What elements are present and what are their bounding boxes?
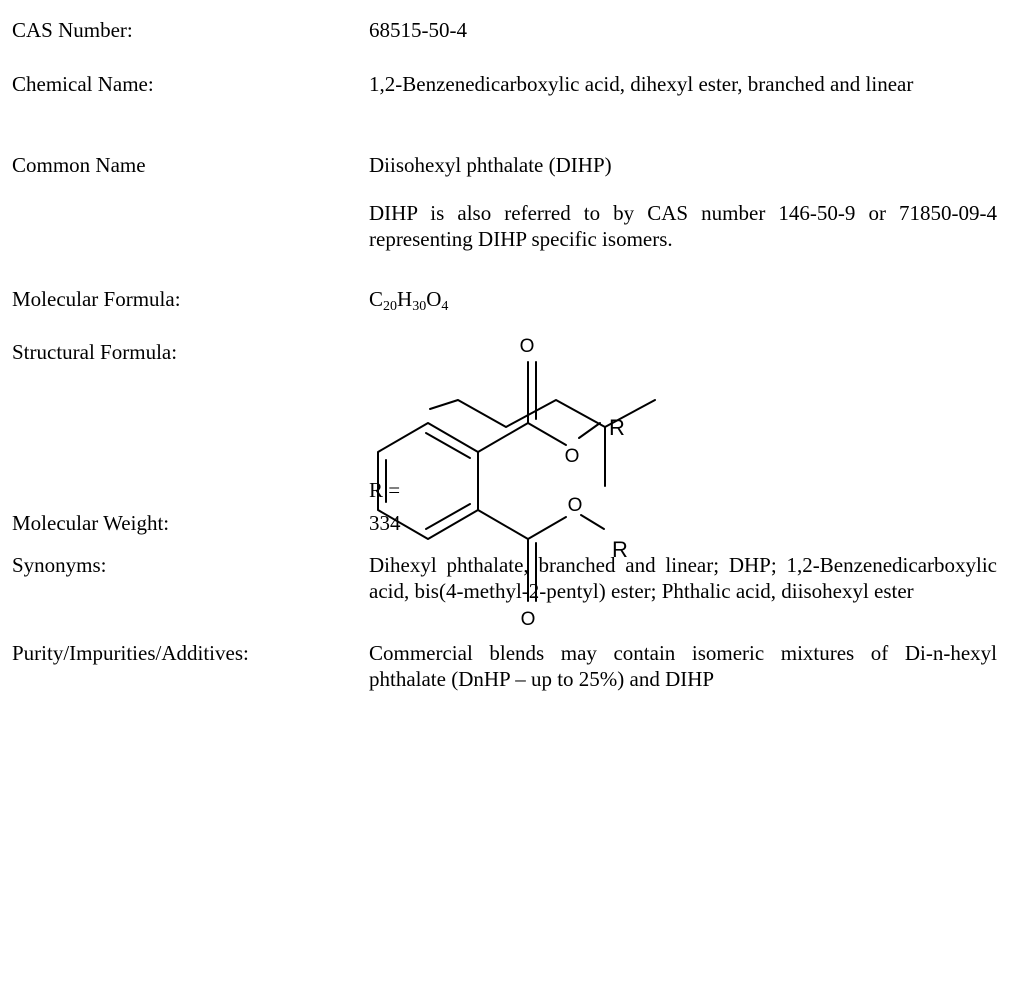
atom-o-ester-lower: O [568, 495, 583, 516]
ring-double-bond-1 [425, 432, 471, 459]
upper-c-o-bond [527, 422, 567, 446]
synonyms-label: Synonyms: [12, 553, 107, 577]
formula-oxygen-count: 4 [441, 299, 449, 314]
common-name-label: Common Name [12, 153, 146, 177]
formula-hydrogen-count: 30 [412, 299, 427, 314]
common-name-note: DIHP is also referred to by CAS number 1… [369, 201, 997, 251]
formula-oxygen: O [426, 287, 442, 311]
molecular-weight-value: 334 [369, 511, 401, 535]
lower-ring-carbonyl-bond [477, 509, 529, 540]
purity-label: Purity/Impurities/Additives: [12, 641, 249, 665]
upper-ring-carbonyl-bond [477, 422, 529, 453]
cas-number-label: CAS Number: [12, 18, 133, 42]
structural-formula-label: Structural Formula: [12, 340, 178, 364]
atom-o-ester-upper: O [565, 446, 580, 467]
molecular-formula-value: C20H30O4 [369, 286, 997, 314]
r-group-chain [429, 399, 656, 428]
formula-carbon: C [369, 287, 384, 311]
upper-o-r-bond [578, 422, 601, 439]
r-group-equals-label: R = [369, 478, 400, 502]
chemical-name-value: 1,2-Benzenedicarboxylic acid, dihexyl es… [369, 72, 914, 96]
molecular-formula-label: Molecular Formula: [12, 287, 181, 311]
cas-number-value: 68515-50-4 [369, 18, 467, 42]
atom-r-upper: R [609, 415, 625, 440]
purity-value: Commercial blends may contain isomeric m… [369, 641, 997, 691]
atom-o-top: O [520, 336, 535, 357]
formula-hydrogen: H [397, 287, 413, 311]
atom-r-lower: R [612, 537, 628, 562]
common-name-text: Diisohexyl phthalate (DIHP) [369, 153, 612, 177]
lower-c-o-bond [527, 516, 567, 540]
common-name-value: Diisohexyl phthalate (DIHP) DIHP is also… [369, 152, 997, 252]
synonyms-value: Dihexyl phthalate, branched and linear; … [369, 553, 997, 603]
lower-o-r-bond [580, 514, 605, 530]
ring-double-bond-2 [425, 503, 471, 530]
atom-o-bottom: O [521, 609, 536, 630]
formula-carbon-count: 20 [383, 299, 398, 314]
chemical-name-label: Chemical Name: [12, 72, 154, 96]
molecular-weight-label: Molecular Weight: [12, 511, 170, 535]
